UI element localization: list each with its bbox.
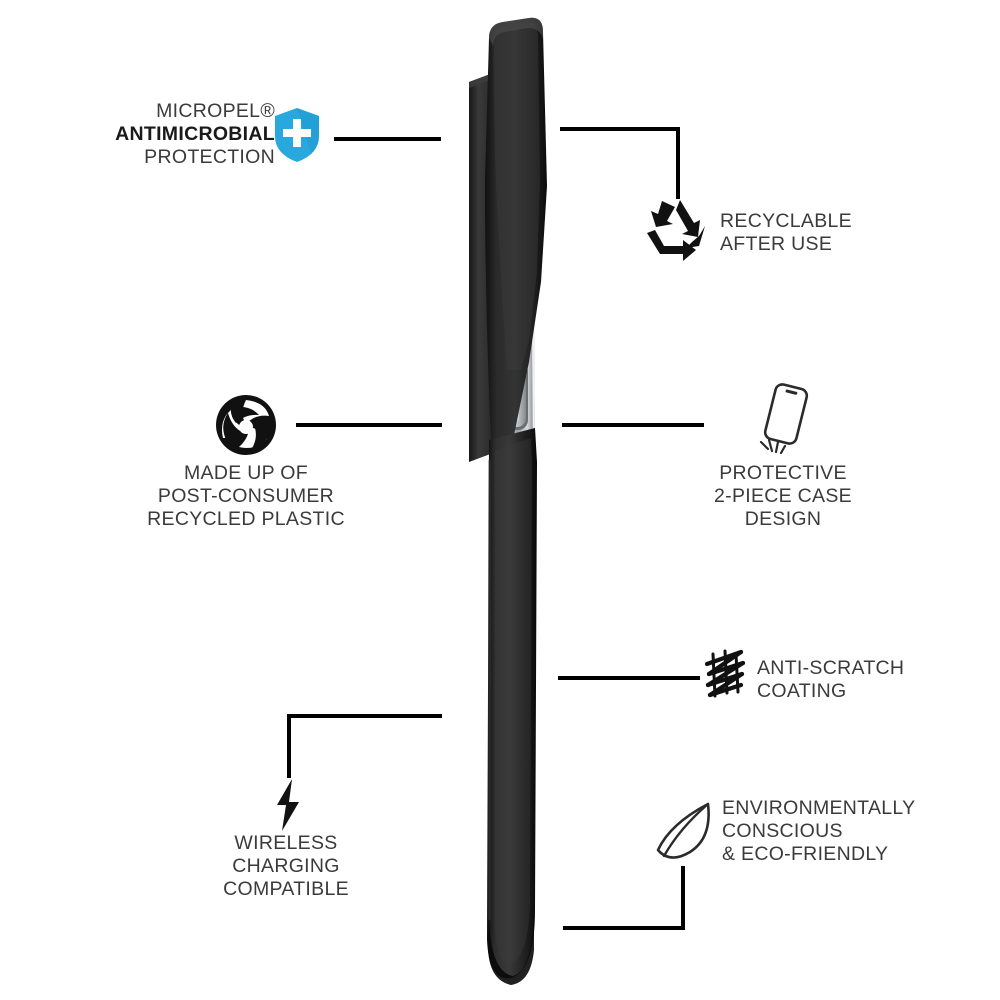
feature-line: MICROPEL® <box>156 100 275 122</box>
leader-line-eco-v <box>681 866 685 928</box>
feature-line: DESIGN <box>744 508 822 530</box>
leader-line-eco-h <box>563 926 685 930</box>
recycle-triangle-icon <box>647 200 705 261</box>
feature-line: AFTER USE <box>720 233 833 255</box>
callout-wireless-charging: WIRELESS CHARGING COMPATIBLE <box>196 832 376 901</box>
callout-eco-friendly: ENVIRONMENTALLY CONSCIOUS & ECO-FRIENDLY <box>722 797 992 866</box>
leader-line-anti-scratch <box>558 676 700 680</box>
feature-line: RECYCLED PLASTIC <box>147 508 345 530</box>
scratch-scribble-icon <box>704 649 746 698</box>
callout-post-consumer-plastic: MADE UP OF POST-CONSUMER RECYCLED PLASTI… <box>146 462 346 531</box>
feature-line: ENVIRONMENTALLY <box>722 797 916 819</box>
leader-line-recyclable-v <box>676 127 680 199</box>
leader-line-wireless-h <box>287 714 442 718</box>
leader-line-wireless-v <box>287 714 291 778</box>
leaf-icon <box>656 802 710 859</box>
callout-anti-scratch: ANTI-SCRATCH COATING <box>757 657 987 703</box>
leader-line-antimicrobial <box>334 137 441 141</box>
callout-antimicrobial: MICROPEL® ANTIMICROBIAL PROTECTION <box>75 100 275 169</box>
feature-line: COATING <box>757 680 847 702</box>
phone-case-illustration <box>469 17 547 985</box>
feature-line: POST-CONSUMER <box>157 485 335 507</box>
feature-line: CONSCIOUS <box>722 820 843 842</box>
callout-recyclable: RECYCLABLE AFTER USE <box>720 210 960 256</box>
feature-line: ANTI-SCRATCH <box>757 657 905 679</box>
feature-line: & ECO-FRIENDLY <box>722 843 889 865</box>
feature-line: WIRELESS <box>234 832 338 854</box>
feature-line: 2-PIECE CASE <box>714 485 852 507</box>
feature-line: ANTIMICROBIAL <box>115 123 275 145</box>
leader-line-protective <box>562 423 704 427</box>
callout-protective-case: PROTECTIVE 2-PIECE CASE DESIGN <box>693 462 873 531</box>
feature-line: COMPATIBLE <box>223 878 349 900</box>
feature-line: RECYCLABLE <box>720 210 852 232</box>
recycled-leaves-circle-icon <box>216 395 276 455</box>
feature-line: MADE UP OF <box>184 462 308 484</box>
leader-line-recycled-plastic <box>296 423 442 427</box>
feature-line: PROTECTIVE <box>719 462 847 484</box>
shield-plus-icon <box>275 108 319 162</box>
phone-impact-icon <box>759 383 809 455</box>
feature-line: PROTECTION <box>144 146 275 168</box>
lightning-bolt-icon <box>277 779 299 831</box>
feature-line: CHARGING <box>232 855 340 877</box>
leader-line-recyclable-h <box>560 127 680 131</box>
